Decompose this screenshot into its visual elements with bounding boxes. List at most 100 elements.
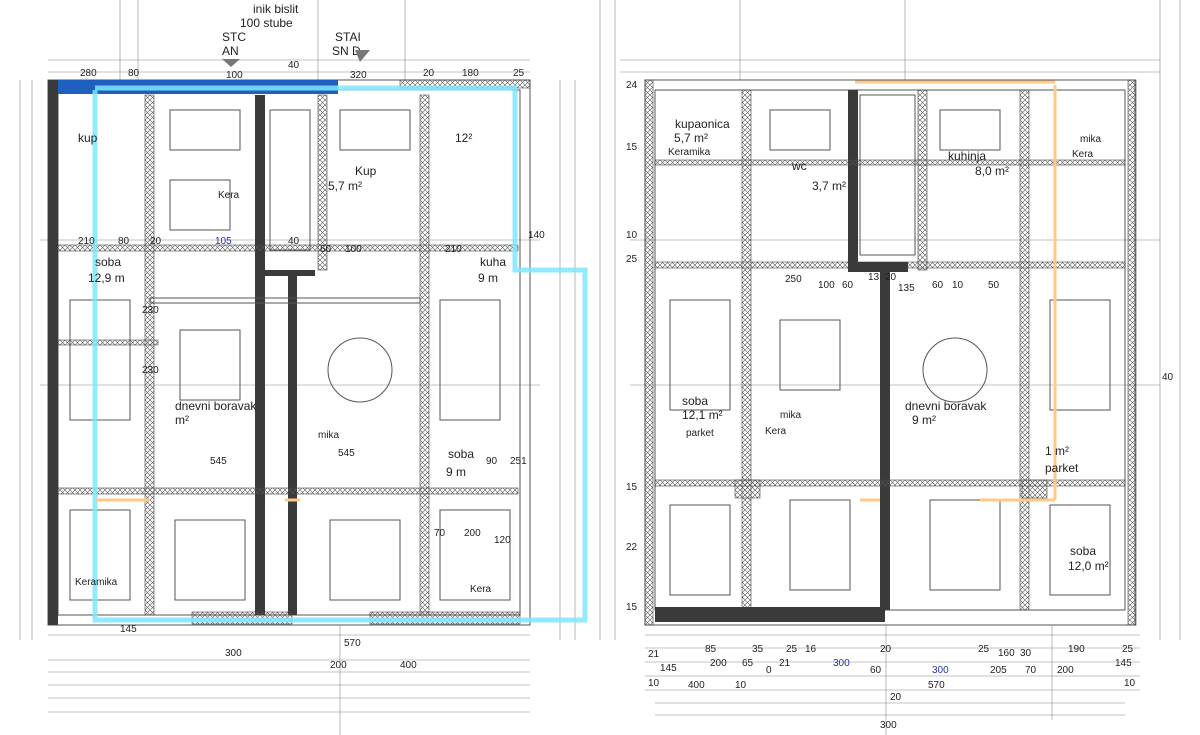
- dimension-label: 24: [626, 80, 638, 91]
- dimension-label: Kera: [1072, 149, 1094, 160]
- dimension-label: 251: [510, 456, 527, 467]
- stair-label: AN: [222, 44, 239, 58]
- dimension-label: 250: [785, 274, 802, 285]
- right-bottom-dimensions-3: 10 400 10 570 10 20 300: [648, 678, 1136, 731]
- dimension-label: 100: [345, 244, 362, 255]
- room-name: Kup: [355, 164, 377, 178]
- right-floor-plan: kupaonica 5,7 m² wc 3,7 m² kuhinja 8,0 m…: [599, 0, 1181, 735]
- room-area: 12,9 m: [88, 271, 125, 285]
- dimension-label: Kera: [470, 584, 492, 595]
- dimension-label: 570: [344, 638, 361, 649]
- room-area: m²: [175, 413, 189, 427]
- dimension-label: 60: [842, 280, 854, 291]
- dimension-label: 10: [648, 678, 660, 689]
- dimension-label: 16: [805, 644, 817, 655]
- dimension-label: 60: [320, 244, 332, 255]
- dimension-label: 300: [833, 658, 850, 669]
- dimension-label: 545: [338, 448, 355, 459]
- note-label: inik bislit: [253, 2, 299, 16]
- dimension-label: 40: [288, 60, 300, 71]
- room-name: soba: [448, 447, 474, 461]
- dimension-label: 40: [1162, 372, 1174, 383]
- dimension-label: 35: [752, 644, 764, 655]
- left-dimension-lines: [48, 625, 530, 735]
- dimension-label: Keramika: [75, 577, 118, 588]
- dimension-label: 400: [688, 680, 705, 691]
- dimension-label: mika: [780, 410, 802, 421]
- dimension-label: 20: [423, 68, 435, 79]
- dimension-label: Kera: [765, 426, 787, 437]
- left-west-wall: [48, 80, 58, 625]
- dimension-label: 25: [786, 644, 798, 655]
- dimension-label: parket: [686, 428, 714, 439]
- dimension-label: 21: [648, 649, 660, 660]
- dimension-label: 65: [742, 658, 754, 669]
- dimension-label: 90: [486, 456, 498, 467]
- left-bottom-dimensions: 145 300 200 400 570: [120, 624, 417, 671]
- dimension-label: Keramika: [668, 147, 711, 158]
- right-interior-walls: [654, 89, 1126, 622]
- dimension-label: 25: [1122, 644, 1134, 655]
- dimension-label: 100: [226, 70, 243, 81]
- right-bottom-dimensions-2: 145 200 65 0 21 300 60 300 205 70 200 14…: [660, 658, 1132, 676]
- dimension-label: 30: [1020, 648, 1032, 659]
- room-area: 8,0 m²: [975, 164, 1009, 178]
- dimension-label: 230: [142, 305, 159, 316]
- room-area: 12,0 m²: [1068, 559, 1109, 573]
- left-room-labels: kup 12² Kup 5,7 m² kuha 9 m soba 12,9 m …: [75, 131, 506, 595]
- dimension-label: 180: [462, 68, 479, 79]
- left-grid-lines: [19, 0, 576, 640]
- room-name: soba: [1070, 544, 1096, 558]
- dimension-label: 20: [890, 692, 902, 703]
- dimension-label: 400: [400, 660, 417, 671]
- dimension-label: 0: [766, 665, 772, 676]
- right-bottom-dimensions-1: 21 85 35 25 16 20 25 160 30 190 25: [648, 644, 1134, 660]
- dimension-label: 210: [445, 244, 462, 255]
- dimension-label: 280: [80, 68, 97, 79]
- dimension-label: 10: [735, 680, 747, 691]
- room-name: kup: [78, 131, 98, 145]
- dimension-label: 205: [990, 665, 1007, 676]
- left-inner-dimensions: 545 545 230 230 200 120 70 90 251: [142, 305, 527, 546]
- dimension-label: 22: [626, 542, 638, 553]
- right-side-dimensions: 24 15 10 25 40 15 22 15: [626, 80, 1174, 613]
- dimension-label: 230: [142, 365, 159, 376]
- dimension-label: 13: [868, 272, 880, 283]
- room-area: 5,7 m²: [674, 131, 708, 145]
- left-furniture: [69, 109, 511, 601]
- right-boundary-outline: [855, 80, 1057, 502]
- stair-label: SN D: [332, 44, 361, 58]
- note-label: 100 stube: [240, 16, 293, 30]
- room-area: 12²: [455, 131, 472, 145]
- dimension-label: 160: [998, 648, 1015, 659]
- dimension-label: 190: [1068, 644, 1085, 655]
- room-area: 3,7 m²: [812, 179, 846, 193]
- left-mid-dimensions: 210 80 20 105 40 60 100 210 140: [78, 230, 545, 255]
- room-name: dnevni boravak: [905, 399, 987, 413]
- room-name: soba: [95, 255, 121, 269]
- dimension-label: 20: [885, 272, 897, 283]
- dimension-label: 200: [330, 660, 347, 671]
- dimension-label: 10: [1124, 678, 1136, 689]
- dimension-label: 15: [626, 482, 638, 493]
- dimension-label: 80: [128, 68, 140, 79]
- stair-label: STC: [222, 30, 246, 44]
- dimension-label: 10: [952, 280, 964, 291]
- room-name: soba: [682, 394, 708, 408]
- room-name: kuha: [480, 255, 506, 269]
- dimension-label: 85: [705, 644, 717, 655]
- dimension-label: 25: [978, 644, 990, 655]
- dimension-label: 15: [626, 142, 638, 153]
- dimension-label: 50: [988, 280, 1000, 291]
- dimension-label: 145: [660, 663, 677, 674]
- direction-arrow-icon: [355, 50, 370, 62]
- direction-arrow-icon: [222, 59, 240, 67]
- dimension-label: 70: [434, 528, 446, 539]
- dimension-label: 20: [880, 644, 892, 655]
- dimension-label: 10: [626, 230, 638, 241]
- dimension-label: 25: [626, 254, 638, 265]
- room-area: 1 m²: [1045, 444, 1069, 458]
- room-area: 9 m²: [912, 413, 936, 427]
- dimension-label: Kera: [218, 190, 240, 201]
